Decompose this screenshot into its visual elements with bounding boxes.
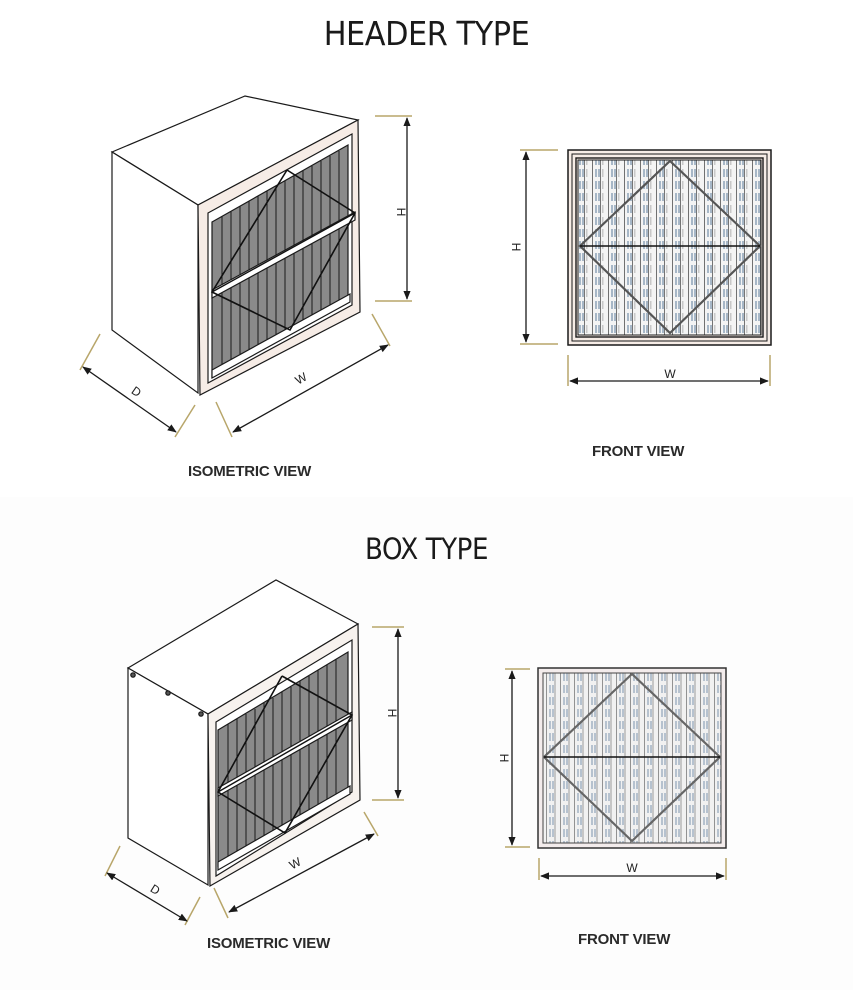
header-iso-w-label: W [293, 369, 310, 387]
box-iso-d-label: D [148, 881, 163, 898]
header-front-h-label: H [509, 243, 523, 252]
box-front-drawing [537, 667, 727, 849]
header-front-dimensions [520, 149, 771, 386]
header-isometric-view-label: ISOMETRIC VIEW [188, 463, 312, 480]
box-isometric-view-label: ISOMETRIC VIEW [207, 935, 331, 952]
header-type-title: HEADER TYPE [323, 14, 530, 53]
header-iso-dimensions [79, 115, 412, 438]
header-isometric-drawing [110, 95, 361, 396]
box-iso-h-label: H [385, 709, 399, 718]
box-front-view-label: FRONT VIEW [578, 931, 671, 948]
box-front-w-label: W [626, 861, 638, 875]
box-front-dimensions [505, 668, 727, 880]
header-front-drawing [567, 149, 772, 346]
box-isometric-drawing [126, 579, 361, 888]
header-front-w-label: W [664, 367, 676, 381]
box-iso-dimensions [104, 626, 404, 926]
header-front-view-label: FRONT VIEW [592, 443, 685, 460]
box-type-title: BOX TYPE [364, 532, 489, 566]
header-iso-h-label: H [394, 208, 408, 217]
box-iso-w-label: W [287, 854, 304, 872]
box-front-h-label: H [497, 754, 511, 763]
header-iso-d-label: D [129, 384, 144, 401]
